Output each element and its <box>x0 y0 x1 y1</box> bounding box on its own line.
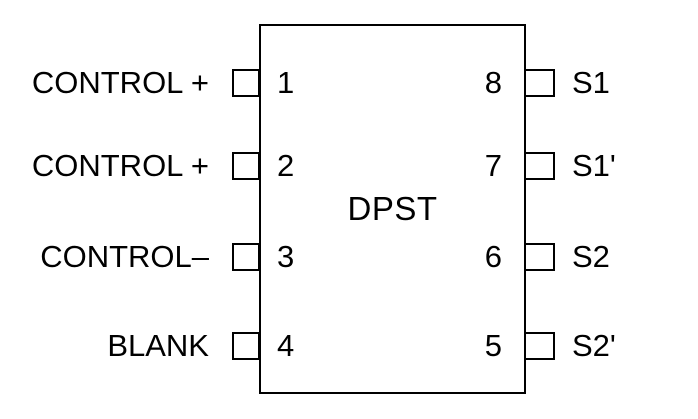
pin-7-number: 7 <box>484 148 502 183</box>
pin-1-label-control-plus: CONTROL + <box>31 65 209 100</box>
pin-4-number: 4 <box>277 328 295 363</box>
pin-5-number: 5 <box>484 328 502 363</box>
pin-3-box <box>232 243 260 271</box>
pin-3-number: 3 <box>277 239 295 274</box>
chip-body: DPST <box>259 24 526 394</box>
pin-6-label-s2: S2 <box>572 239 610 274</box>
pin-5-box <box>524 332 555 360</box>
pin-6-number: 6 <box>484 239 502 274</box>
pin-4-label-blank: BLANK <box>107 328 209 363</box>
pin-2-number: 2 <box>277 148 295 183</box>
pin-6-box <box>524 243 555 271</box>
pin-8-box <box>524 69 555 97</box>
pin-7-box <box>524 152 555 180</box>
pin-7-label-s1-prime: S1' <box>572 148 616 183</box>
chip-type-label: DPST <box>347 190 438 227</box>
pin-2-box <box>232 152 260 180</box>
pin-1-number: 1 <box>277 65 295 100</box>
pin-5-label-s2-prime: S2' <box>572 328 616 363</box>
pin-4-box <box>232 332 260 360</box>
pin-2-label-control-plus: CONTROL + <box>31 148 209 183</box>
pin-3-label-control-minus: CONTROL– <box>40 239 209 274</box>
pin-8-label-s1: S1 <box>572 65 610 100</box>
pin-1-box <box>232 69 260 97</box>
pin-8-number: 8 <box>484 65 502 100</box>
